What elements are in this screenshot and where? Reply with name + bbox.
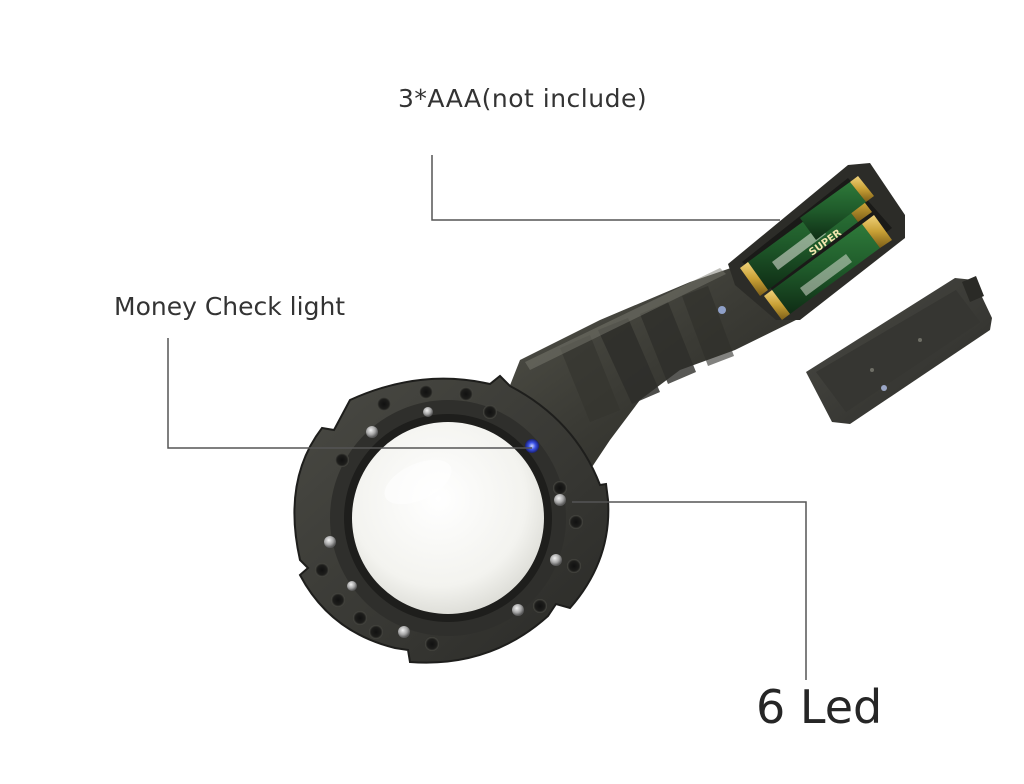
led-icon <box>366 426 378 438</box>
ring-holes <box>315 385 583 651</box>
led-icon <box>347 581 357 591</box>
money-check-leader-line <box>167 338 532 449</box>
battery-compartment: SUPER <box>728 163 905 320</box>
battery-icon <box>764 215 892 320</box>
led-icon <box>398 626 410 638</box>
led-leader-line <box>572 501 807 680</box>
led-icon <box>423 407 433 417</box>
cover-screw-icon <box>881 385 887 391</box>
battery-callout-label: 3*AAA(not include) <box>398 84 648 113</box>
led-lights <box>324 407 566 638</box>
led-icon <box>512 604 524 616</box>
handle-screw-icon <box>718 306 726 314</box>
magnifier-lens <box>352 422 544 614</box>
battery-cover <box>806 276 992 424</box>
battery-leader-line <box>431 155 780 221</box>
leader-lines <box>167 155 807 680</box>
led-icon <box>550 554 562 566</box>
led-icon <box>324 536 336 548</box>
handle <box>505 258 800 470</box>
money-check-callout-label: Money Check light <box>114 292 346 321</box>
led-icon <box>554 494 566 506</box>
led-callout-label: 6 Led <box>756 680 883 734</box>
uv-led-icon <box>525 439 539 453</box>
battery-icon <box>800 176 874 240</box>
